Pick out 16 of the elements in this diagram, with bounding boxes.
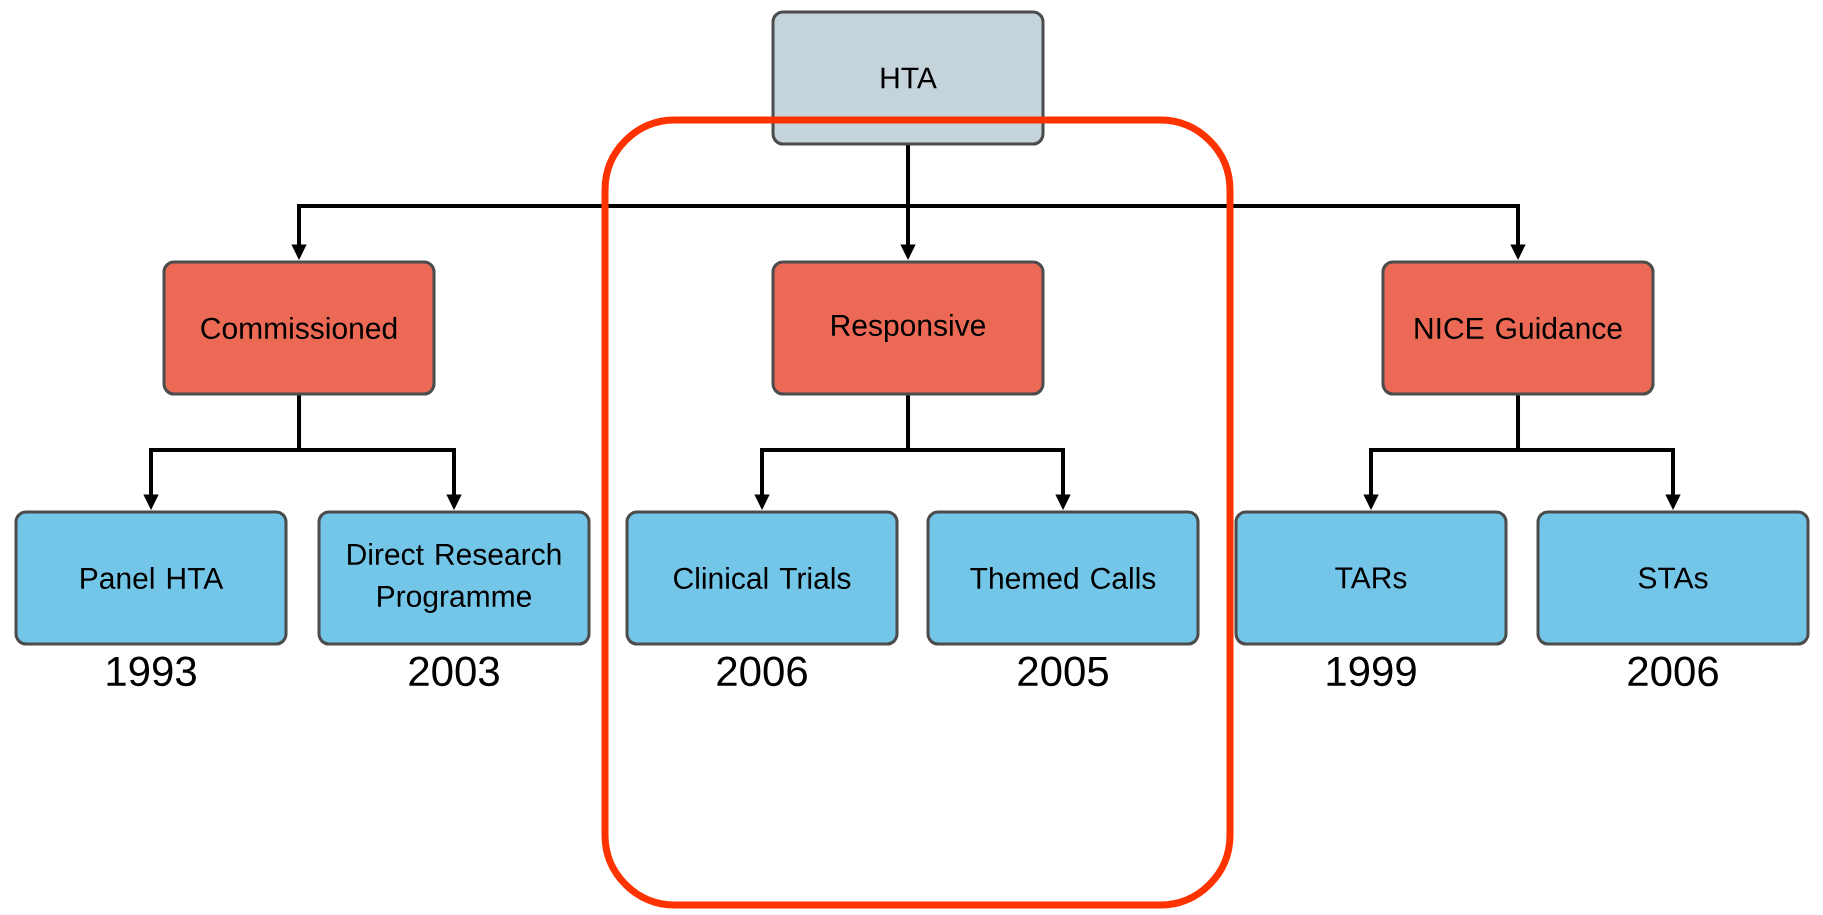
box: Responsive xyxy=(771,260,1045,396)
year-label: 1999 xyxy=(1327,656,1416,687)
year-label: 2006 xyxy=(717,656,807,687)
box: TARs xyxy=(1234,510,1508,646)
year-label: 2003 xyxy=(409,656,499,687)
year-label: 2006 xyxy=(1628,656,1718,687)
box: Direct Research Programme xyxy=(317,510,591,646)
box: Commissioned xyxy=(162,260,436,396)
box: STAs xyxy=(1536,510,1810,646)
year-label: 1993 xyxy=(107,656,196,687)
box: NICE Guidance xyxy=(1381,260,1655,396)
box: Clinical Trials xyxy=(625,510,899,646)
box: Panel HTA xyxy=(14,510,288,646)
box: Themed Calls xyxy=(926,510,1200,646)
box: HTA xyxy=(771,10,1045,146)
year-label: 2005 xyxy=(1018,656,1108,687)
